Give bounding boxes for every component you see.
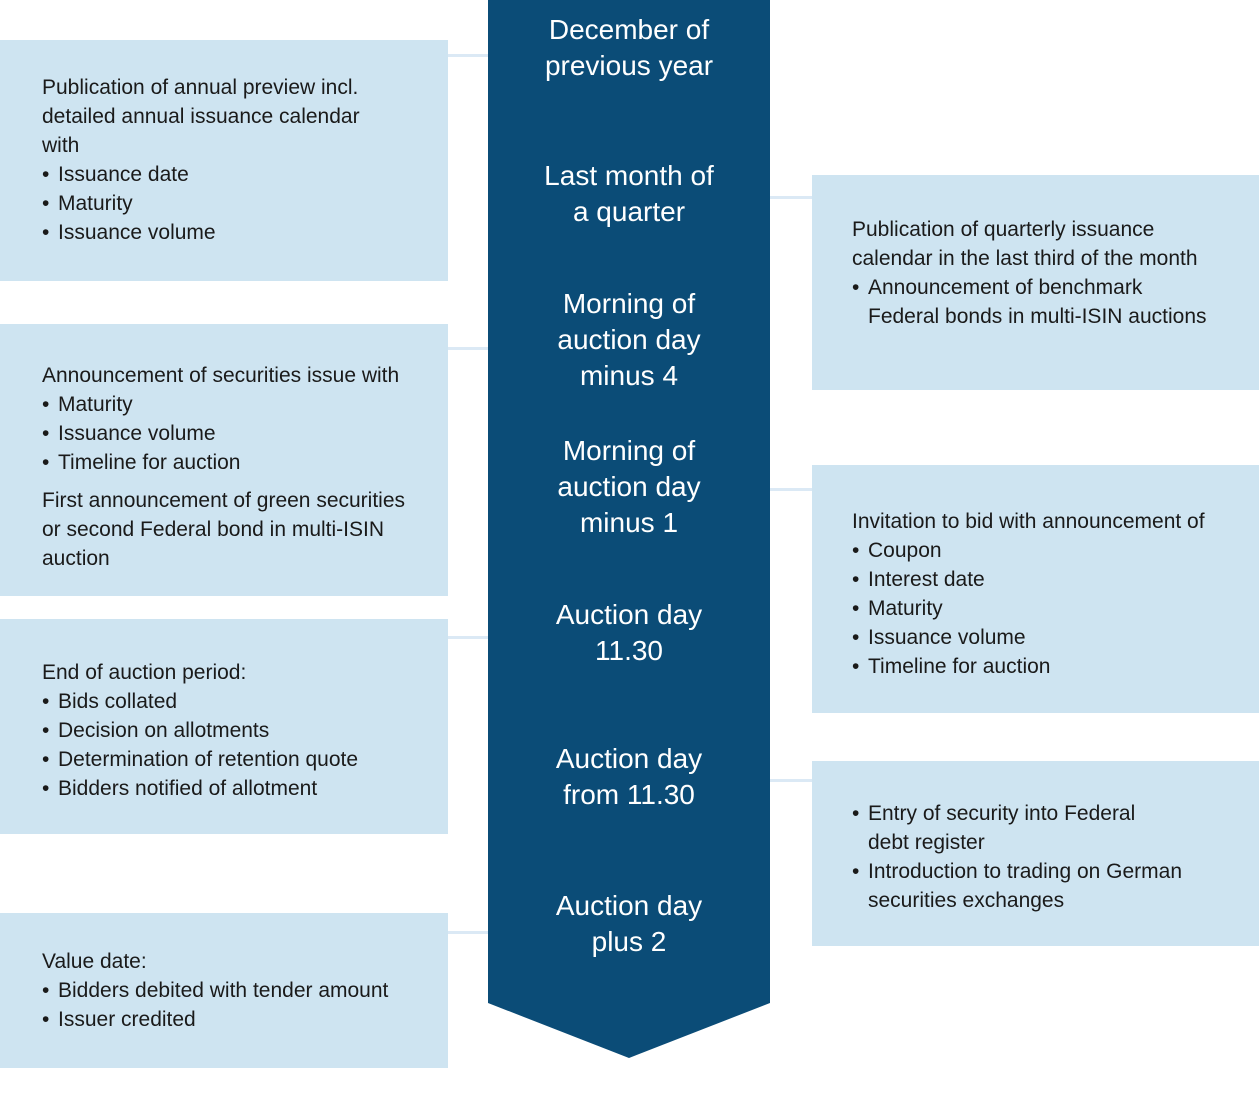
bullet-text: Interest date: [868, 568, 985, 591]
bullet-icon: •: [852, 655, 860, 678]
bullet-text: Bids collated: [58, 690, 178, 713]
bullet-text: Timeline for auction: [58, 451, 241, 474]
bullet-icon: •: [42, 719, 50, 742]
bullet-icon: •: [42, 192, 50, 215]
box-invitation-to-bid: Invitation to bid with announcement of • C…: [812, 465, 1259, 713]
bullet-text: Issuer credited: [58, 1008, 196, 1031]
bullet-item: • Issuance volume: [852, 623, 1247, 652]
bullet-icon: •: [852, 568, 860, 591]
paragraph: Publication of annual preview incl. deta…: [42, 76, 360, 157]
box-annual-preview: Publication of annual preview incl. deta…: [0, 40, 448, 281]
bullet-text: Decision on allotments: [58, 719, 270, 742]
bullet-icon: •: [42, 422, 50, 445]
bullet-text: Issuance volume: [58, 221, 216, 244]
box-securities-announcement: Announcement of securities issue with • Ma…: [0, 324, 448, 596]
bullet-text: Introduction to trading on German securi…: [868, 860, 1183, 912]
bullet-item: • Determination of retention quote: [42, 745, 436, 774]
bullet-text: Bidders debited with tender amount: [58, 979, 389, 1002]
connector-line-right-1: [768, 196, 814, 199]
bullet-text: Maturity: [868, 597, 943, 620]
paragraph: Invitation to bid with announcement of: [852, 510, 1205, 533]
timeline-label-morning-auction-day-minus-4: Morning of auction day minus 4: [557, 288, 701, 391]
timeline-label-auction-day-from-1130: Auction day from 11.30: [555, 743, 703, 810]
bullet-item: • Coupon: [852, 536, 1247, 565]
bullet-item: • Interest date: [852, 565, 1247, 594]
bullet-item: • Bidders notified of allotment: [42, 774, 436, 803]
bullet-item: • Decision on allotments: [42, 716, 436, 745]
bullet-icon: •: [852, 626, 860, 649]
bullet-text: Maturity: [58, 393, 133, 416]
bullet-icon: •: [852, 276, 860, 299]
bullet-icon: •: [42, 1008, 50, 1031]
bullet-icon: •: [42, 748, 50, 771]
box-registration-and-trading: • Entry of security into Federal debt reg…: [812, 761, 1259, 946]
bullet-item: • Issuance volume: [42, 218, 436, 247]
paragraph: Announcement of securities issue with: [42, 364, 400, 387]
bullet-item: • Bids collated: [42, 687, 436, 716]
bullet-icon: •: [42, 777, 50, 800]
bullet-item: • Entry of security into Federal debt reg…: [852, 799, 1247, 857]
connector-line-right-2: [768, 488, 814, 491]
bullet-icon: •: [42, 163, 50, 186]
bullet-text: Timeline for auction: [868, 655, 1051, 678]
bullet-item: • Issuance volume: [42, 419, 436, 448]
bullet-item: • Maturity: [42, 189, 436, 218]
bullet-item: • Introduction to trading on German secur…: [852, 857, 1247, 915]
bullet-icon: •: [852, 860, 860, 883]
bullet-icon: •: [852, 597, 860, 620]
connector-line-left-2: [446, 347, 490, 350]
bullet-icon: •: [852, 802, 860, 825]
connector-line-right-3: [768, 779, 814, 782]
bullet-item: • Maturity: [42, 390, 436, 419]
paragraph: End of auction period:: [42, 661, 247, 684]
bullet-text: Issuance date: [58, 163, 189, 186]
bullet-item: • Announcement of benchmark Federal bonds…: [852, 273, 1247, 331]
paragraph: Publication of quarterly issuance calend…: [852, 218, 1198, 270]
timeline-label-auction-day-plus-2: Auction day plus 2: [555, 890, 703, 957]
box-quarterly-calendar: Publication of quarterly issuance calend…: [812, 175, 1259, 390]
bullet-icon: •: [42, 451, 50, 474]
bullet-item: • Timeline for auction: [852, 652, 1247, 681]
timeline-label-auction-day-1130: Auction day 11.30: [555, 599, 703, 666]
connector-line-left-1: [446, 54, 490, 57]
connector-line-left-4: [446, 931, 490, 934]
bullet-icon: •: [42, 690, 50, 713]
paragraph: Value date:: [42, 950, 147, 973]
bullet-icon: •: [42, 393, 50, 416]
bullet-item: • Issuer credited: [42, 1005, 436, 1034]
timeline-arrow: December of previous year Last month of …: [488, 0, 770, 1058]
bullet-icon: •: [852, 539, 860, 562]
bullet-item: • Timeline for auction: [42, 448, 436, 477]
connector-line-left-3: [446, 636, 490, 639]
bullet-text: Entry of security into Federal debt regi…: [868, 802, 1136, 854]
paragraph: First announcement of green securities o…: [42, 489, 406, 570]
timeline-label-december-previous-year: December of previous year: [544, 14, 714, 81]
box-end-of-auction-period: End of auction period: • Bids collated • Dec…: [0, 619, 448, 834]
timeline-label-morning-auction-day-minus-1: Morning of auction day minus 1: [557, 435, 701, 538]
bullet-text: Bidders notified of allotment: [58, 777, 318, 800]
bullet-text: Maturity: [58, 192, 133, 215]
bullet-text: Coupon: [868, 539, 942, 562]
bullet-item: • Maturity: [852, 594, 1247, 623]
bullet-item: • Issuance date: [42, 160, 436, 189]
bullet-text: Issuance volume: [58, 422, 216, 445]
bullet-text: Determination of retention quote: [58, 748, 359, 771]
bullet-icon: •: [42, 221, 50, 244]
bullet-text: Issuance volume: [868, 626, 1026, 649]
bullet-item: • Bidders debited with tender amount: [42, 976, 436, 1005]
box-value-date: Value date: • Bidders debited with tender …: [0, 913, 448, 1068]
bullet-text: Announcement of benchmark Federal bonds …: [868, 276, 1207, 328]
timeline-label-last-month-of-quarter: Last month of a quarter: [544, 160, 714, 227]
bullet-icon: •: [42, 979, 50, 1002]
